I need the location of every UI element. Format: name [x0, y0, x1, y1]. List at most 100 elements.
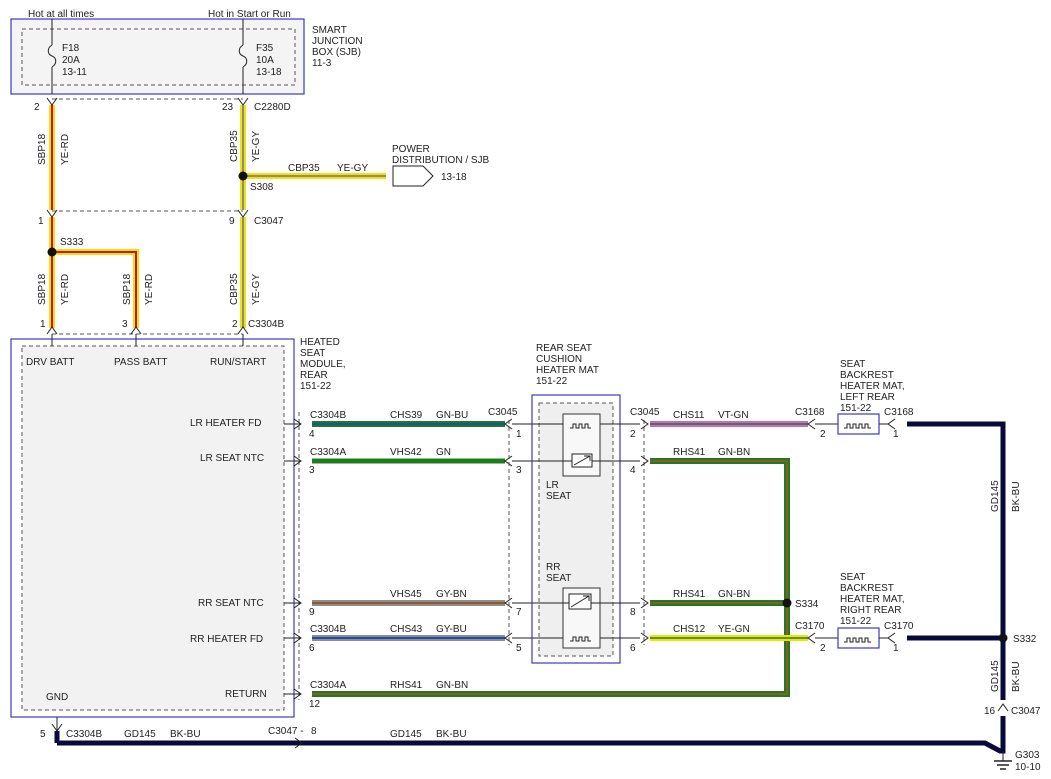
- right-row1-pin2: 2: [820, 429, 826, 440]
- hot-at-all-times-label: Hot at all times: [28, 9, 94, 20]
- row2-circuit: VHS42: [390, 447, 422, 458]
- row4-pin: 6: [309, 643, 315, 654]
- connector-arrow-icon: [293, 688, 302, 700]
- bkbu-lower-label: BK-BU: [1011, 661, 1022, 692]
- c2280d-label: C2280D: [254, 102, 291, 113]
- pass-batt-label: PASS BATT: [114, 357, 168, 368]
- heater-element-icon: [844, 637, 871, 643]
- bottom-circuit2: GD145: [390, 729, 422, 740]
- wire-gd145-bottom: [57, 716, 1006, 754]
- backrest-right-title-5: 151-22: [840, 616, 872, 627]
- row4-conn: C3304B: [310, 624, 346, 635]
- wire-color-yegy-branch: YE-GY: [337, 163, 368, 174]
- gd145-lower-label: GD145: [990, 660, 1001, 692]
- wire-label-sbp18-top: SBP18: [37, 133, 48, 165]
- rr-seat-label-1: RR: [546, 562, 560, 573]
- wire-color-yegy-top: YE-GY: [251, 131, 262, 162]
- return-label: RETURN: [225, 689, 267, 700]
- s332-label: S332: [1013, 634, 1037, 645]
- hot-in-start-or-run-label: Hot in Start or Run: [208, 9, 291, 20]
- pin-3-c3304b: 3: [122, 319, 128, 330]
- backrest-right-conn: C3170: [884, 621, 914, 632]
- pin-1-c3304b: 1: [40, 319, 46, 330]
- backrest-left-conn: C3168: [884, 407, 914, 418]
- connector-arrow-icon: [46, 326, 58, 335]
- fuse-f18-ref: 13-11: [62, 67, 87, 78]
- row4-color: GY-BU: [436, 624, 467, 635]
- run-start-label: RUN/START: [210, 357, 266, 368]
- bkbu-upper-label: BK-BU: [1011, 481, 1022, 512]
- backrest-left-title-1: SEAT: [840, 359, 865, 370]
- backrest-left-pin: 1: [893, 429, 899, 440]
- row3-pin2: 7: [516, 607, 522, 618]
- pin-23-top: 23: [222, 102, 234, 113]
- right-row1-pin: 2: [630, 429, 636, 440]
- backrest-left-title-2: BACKREST: [840, 370, 894, 381]
- c3047-right-label: C3047: [1011, 706, 1041, 717]
- wire-gd145-right: [907, 421, 1006, 700]
- module-inner-box: [21, 345, 285, 711]
- bottom-pin5: 5: [40, 729, 46, 740]
- row2-color: GN: [436, 447, 451, 458]
- sjb-title-1: SMART: [312, 25, 347, 36]
- wire-label-cbp35-top: CBP35: [229, 130, 240, 162]
- connector-arrow-icon: [293, 455, 302, 467]
- power-dist-ref: 13-18: [441, 172, 467, 183]
- backrest-left-title-4: LEFT REAR: [840, 392, 895, 403]
- right-row1-color: VT-GN: [718, 410, 749, 421]
- power-dist-line-1: POWER: [392, 144, 430, 155]
- row1-conn2: C3045: [488, 407, 518, 418]
- rr-seat-ntc-label: RR SEAT NTC: [198, 598, 264, 609]
- s334-label: S334: [795, 599, 819, 610]
- connector-arrow-icon: [640, 632, 649, 644]
- wire-label-cbp35-mid: CBP35: [229, 273, 240, 305]
- row4-pin2: 5: [516, 643, 522, 654]
- rr-heater-fd-label: RR HEATER FD: [190, 634, 263, 645]
- connector-arrow-icon: [997, 703, 1009, 712]
- connector-arrow-icon: [640, 597, 649, 609]
- right-row4-color: YE-GN: [718, 624, 750, 635]
- row5-circuit: RHS41: [390, 680, 423, 691]
- backrest-right-title-3: HEATER MAT,: [840, 594, 905, 605]
- module-title-2: SEAT: [300, 348, 325, 359]
- connector-arrow-icon: [504, 632, 513, 644]
- gd145-upper-label: GD145: [990, 480, 1001, 512]
- sjb-title-2: JUNCTION: [312, 36, 363, 47]
- bottom-circuit: GD145: [124, 729, 156, 740]
- cushion-title-4: 151-22: [536, 376, 568, 387]
- module-title-5: 151-22: [300, 381, 332, 392]
- sjb-title-4: 11-3: [312, 58, 332, 69]
- cushion-title-3: HEATER MAT: [536, 365, 599, 376]
- splice-s308-icon: [238, 171, 248, 181]
- right-row3-pin: 8: [630, 607, 636, 618]
- c3047-label: C3047: [254, 216, 284, 227]
- cushion-mat-box: [531, 394, 621, 664]
- row2-conn: C3304A: [310, 447, 346, 458]
- pin-9-c3047: 9: [229, 216, 235, 227]
- row1-circuit: CHS39: [390, 410, 423, 421]
- right-row4-pin2: 2: [820, 643, 826, 654]
- sjb-box: [10, 18, 305, 95]
- connector-arrow-icon: [294, 737, 303, 749]
- fuse-f35-name: F35: [256, 43, 274, 54]
- backrest-right-title-2: BACKREST: [840, 583, 894, 594]
- sjb-title-3: BOX (SJB): [312, 47, 361, 58]
- row1-pin2: 1: [516, 429, 522, 440]
- cushion-title-1: REAR SEAT: [536, 343, 592, 354]
- row2-pin2: 3: [516, 465, 522, 476]
- connector-arrow-icon: [504, 418, 513, 430]
- fuse-f18-icon: [47, 44, 57, 68]
- connector-arrow-icon: [887, 418, 896, 430]
- fuse-f35-rating: 10A: [256, 55, 274, 66]
- bottom-pin8: 8: [311, 726, 317, 737]
- connector-arrow-icon: [640, 418, 649, 430]
- right-row2-color: GN-BN: [718, 447, 750, 458]
- fuse-f35-ref: 13-18: [256, 67, 282, 78]
- thermistor-arrow: [570, 595, 590, 608]
- connector-arrow-icon: [130, 326, 142, 335]
- backrest-right-title-1: SEAT: [840, 572, 865, 583]
- heater-element-icon: [570, 636, 591, 642]
- splice-s334-icon: [782, 598, 792, 608]
- bottom-color: BK-BU: [170, 729, 201, 740]
